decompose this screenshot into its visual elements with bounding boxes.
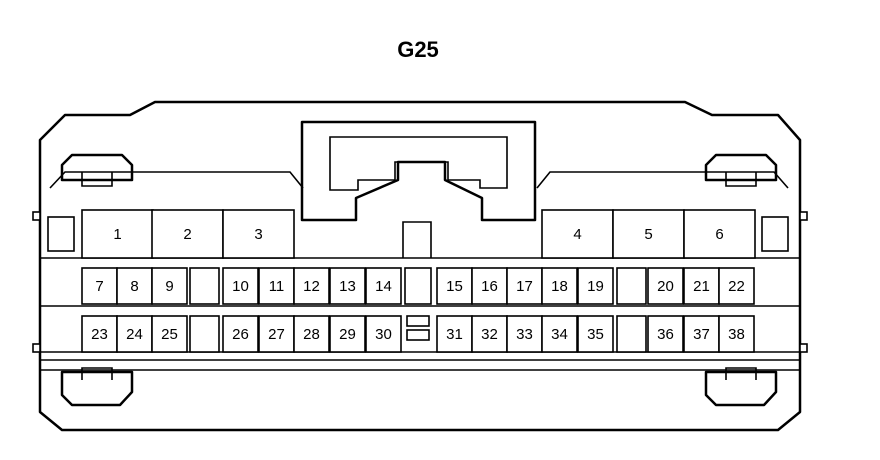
pin-cavity (365, 315, 402, 353)
pin-cavity (471, 315, 508, 353)
pin-number: 18 (551, 278, 568, 295)
pin-cavity (683, 209, 756, 259)
pin-number: 20 (657, 278, 674, 295)
pin-cavity (258, 315, 295, 353)
pin-number: 6 (715, 226, 723, 243)
pin-number: 8 (130, 278, 138, 295)
pin-number: 12 (303, 278, 320, 295)
connector-housing (32, 100, 808, 432)
pin-number: 27 (268, 326, 285, 343)
pin-cavity (541, 209, 614, 259)
pin-cavity (541, 267, 578, 305)
connector-title: G25 (397, 37, 439, 62)
pin-cavity (81, 209, 154, 259)
pin-number: 7 (95, 278, 103, 295)
pin-number: 23 (91, 326, 108, 343)
pin-number: 3 (254, 226, 262, 243)
pin-cavity (222, 209, 295, 259)
pin-cavity (612, 209, 685, 259)
pin-number: 19 (587, 278, 604, 295)
pin-cavity (683, 267, 720, 305)
pin-number: 38 (728, 326, 745, 343)
pin-cavity (647, 315, 684, 353)
pin-cavity (116, 267, 153, 305)
pin-cavity (258, 267, 295, 305)
pin-number: 30 (375, 326, 392, 343)
pin-number: 35 (587, 326, 604, 343)
pin-number: 22 (728, 278, 745, 295)
pin-cavity (683, 315, 720, 353)
pin-cavity (222, 315, 259, 353)
pin-number: 28 (303, 326, 320, 343)
pin-number: 34 (551, 326, 568, 343)
pin-cavity (365, 267, 402, 305)
pin-number: 13 (339, 278, 356, 295)
pin-cavity (293, 267, 330, 305)
pin-cavity (718, 267, 755, 305)
pin-number: 25 (161, 326, 178, 343)
pin-number: 26 (232, 326, 249, 343)
pin-number: 24 (126, 326, 143, 343)
pin-cavity (151, 315, 188, 353)
pin-number: 17 (516, 278, 533, 295)
pin-cavity (151, 209, 224, 259)
pin-number: 11 (269, 278, 285, 295)
pin-number: 16 (481, 278, 498, 295)
pin-number: 31 (446, 326, 463, 343)
pin-cavity (222, 267, 259, 305)
pin-number: 4 (573, 226, 581, 243)
pin-cavity (116, 315, 153, 353)
pin-cavity (329, 267, 366, 305)
pin-cavity (718, 315, 755, 353)
pin-number: 2 (183, 226, 191, 243)
pin-number: 1 (113, 226, 121, 243)
pin-number: 9 (165, 278, 173, 295)
pin-number: 29 (339, 326, 356, 343)
pin-cavity (577, 315, 614, 353)
pin-cavity (577, 267, 614, 305)
pin-number: 33 (516, 326, 533, 343)
pin-cavity (541, 315, 578, 353)
pin-number: 14 (375, 278, 392, 295)
pin-number: 10 (232, 278, 249, 295)
pin-number: 36 (657, 326, 674, 343)
pin-cavity (329, 315, 366, 353)
pin-cavity (293, 315, 330, 353)
pin-cavity (151, 267, 188, 305)
pin-number: 21 (693, 278, 710, 295)
pin-number: 5 (644, 226, 652, 243)
pin-number: 32 (481, 326, 498, 343)
pin-cavity (647, 267, 684, 305)
pin-number: 15 (446, 278, 463, 295)
pin-number: 37 (693, 326, 710, 343)
